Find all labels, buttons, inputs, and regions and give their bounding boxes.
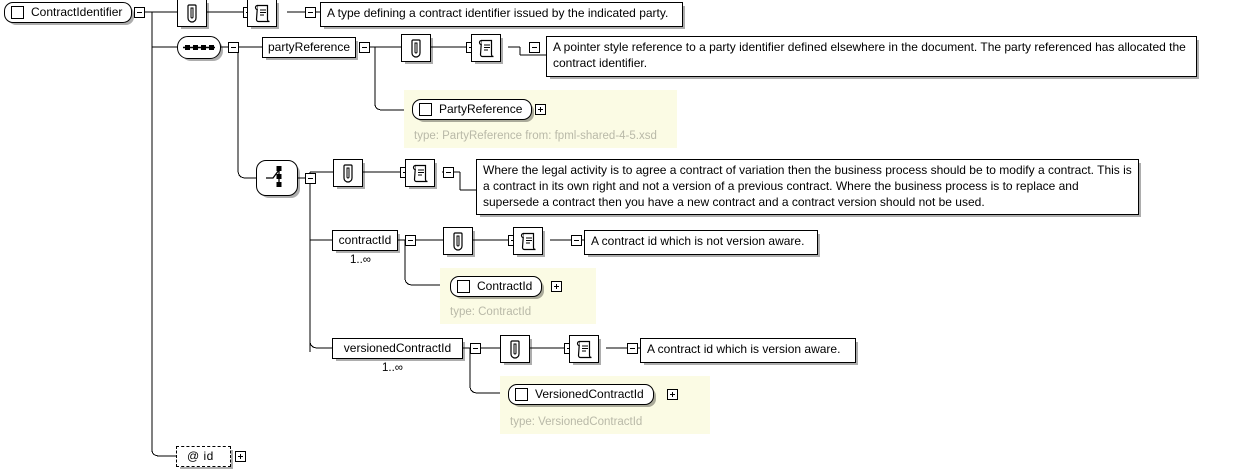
versionedcontractid-collapse-toggle[interactable] <box>470 343 481 354</box>
attachment-icon <box>411 39 421 58</box>
element-contractid-label: contractId <box>338 233 392 248</box>
documentation-icon <box>254 4 270 22</box>
attachment-icon-root[interactable] <box>177 0 207 27</box>
element-contractid[interactable]: contractId <box>332 230 398 251</box>
sequence-collapse-toggle[interactable] <box>228 42 239 53</box>
sequence-compositor[interactable] <box>177 36 221 59</box>
documentation-icon-versionedcontractid[interactable] <box>569 335 599 363</box>
attribute-id[interactable]: @ id <box>176 446 231 467</box>
documentation-icon-contractid[interactable] <box>513 227 543 255</box>
attachment-icon-partyreference[interactable] <box>401 34 431 62</box>
attachment-icon <box>343 164 353 183</box>
cardinality-versionedcontractid: 1..∞ <box>382 362 403 374</box>
element-versionedcontractid[interactable]: versionedContractId <box>332 338 463 359</box>
attachment-icon <box>510 340 520 359</box>
attachment-icon-versionedcontractid[interactable] <box>500 335 530 363</box>
documentation-icon <box>412 164 428 182</box>
element-square-icon <box>419 103 432 116</box>
annotation-text: A type defining a contract identifier is… <box>327 6 669 20</box>
attribute-id-label: @ id <box>187 449 214 464</box>
annotation-partyreference-doc: A pointer style reference to a party ide… <box>546 36 1197 77</box>
type-panel-label: type: ContractId <box>450 306 532 318</box>
annotation-root-doc: A type defining a contract identifier is… <box>320 2 683 27</box>
root-collapse-toggle[interactable] <box>134 7 145 18</box>
cardinality-contractid: 1..∞ <box>350 254 371 266</box>
type-element-label: ContractId <box>477 279 533 294</box>
documentation-icon <box>520 232 536 250</box>
type-panel-label: type: VersionedContractId <box>510 416 643 428</box>
type-panel-label: type: PartyReference from: fpml-shared-4… <box>414 130 657 142</box>
partyreference-collapse-toggle[interactable] <box>359 42 370 53</box>
documentation-toggle-contractid[interactable] <box>571 235 582 246</box>
element-partyreference-label: partyReference <box>267 40 351 55</box>
annotation-text: Where the legal activity is to agree a c… <box>483 163 1132 209</box>
documentation-icon-root[interactable] <box>247 0 277 27</box>
documentation-toggle-partyreference[interactable] <box>529 42 540 53</box>
documentation-toggle-choice[interactable] <box>443 167 454 178</box>
root-element-contractidentifier[interactable]: ContractIdentifier <box>4 2 133 23</box>
partyreference-type-expand-toggle[interactable] <box>535 104 546 115</box>
sequence-icon <box>183 45 215 50</box>
versionedcontractid-type-expand-toggle[interactable] <box>667 389 678 400</box>
contractid-type-expand-toggle[interactable] <box>551 281 562 292</box>
documentation-icon <box>576 340 592 358</box>
attribute-id-expand-toggle[interactable] <box>235 451 246 462</box>
attachment-icon-choice[interactable] <box>333 159 363 187</box>
element-square-icon <box>515 388 528 401</box>
annotation-text: A contract id which is version aware. <box>647 342 841 356</box>
documentation-toggle-versionedcontractid[interactable] <box>627 343 638 354</box>
root-element-label: ContractIdentifier <box>31 5 123 20</box>
choice-collapse-toggle[interactable] <box>305 173 316 184</box>
element-partyreference[interactable]: partyReference <box>262 37 356 58</box>
attachment-icon <box>453 232 463 251</box>
documentation-icon-choice[interactable] <box>405 159 435 187</box>
type-element-label: VersionedContractId <box>535 387 644 402</box>
annotation-choice-doc: Where the legal activity is to agree a c… <box>476 159 1139 216</box>
documentation-icon <box>478 39 494 57</box>
element-square-icon <box>11 6 24 19</box>
annotation-text: A pointer style reference to a party ide… <box>553 40 1186 70</box>
type-element-versionedcontractid[interactable]: VersionedContractId <box>508 384 654 405</box>
type-element-contractid[interactable]: ContractId <box>450 276 543 297</box>
attachment-icon-contractid[interactable] <box>443 227 473 255</box>
type-element-label: PartyReference <box>439 102 523 117</box>
documentation-icon-partyreference[interactable] <box>471 34 501 62</box>
type-element-partyreference[interactable]: PartyReference <box>412 99 533 120</box>
annotation-versionedcontractid-doc: A contract id which is version aware. <box>640 338 856 363</box>
element-versionedcontractid-label: versionedContractId <box>343 341 452 356</box>
attachment-icon <box>187 4 197 23</box>
choice-compositor[interactable] <box>256 160 298 196</box>
annotation-contractid-doc: A contract id which is not version aware… <box>584 230 818 255</box>
choice-icon <box>266 166 282 187</box>
contractid-collapse-toggle[interactable] <box>405 235 416 246</box>
annotation-text: A contract id which is not version aware… <box>591 234 805 248</box>
element-square-icon <box>457 280 470 293</box>
documentation-toggle-root[interactable] <box>305 7 316 18</box>
